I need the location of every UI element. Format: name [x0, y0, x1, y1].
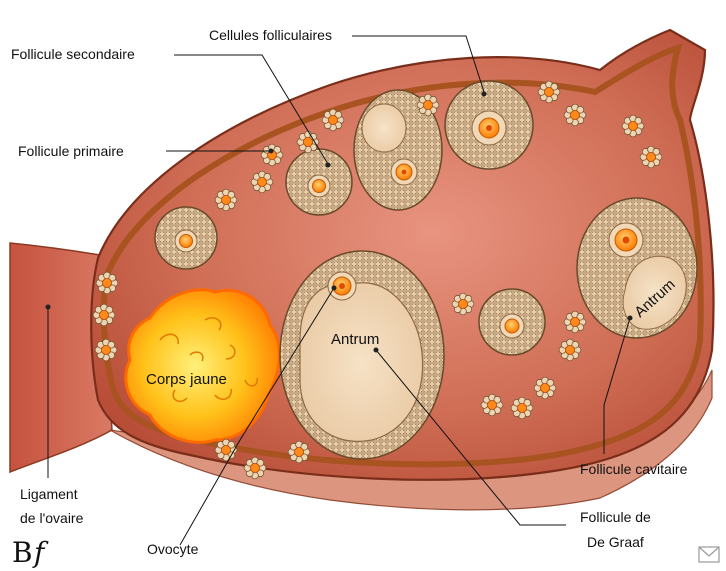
- primary-follicle: [244, 457, 266, 479]
- primary-follicle: [297, 131, 319, 153]
- corps-jaune-label: Corps jaune: [146, 371, 227, 388]
- primary-follicle: [93, 304, 115, 326]
- primary-follicle: [564, 104, 586, 126]
- primary-follicle: [534, 377, 556, 399]
- primary-follicle: [640, 146, 662, 168]
- primary-follicle: [215, 189, 237, 211]
- envelope-icon[interactable]: [699, 547, 719, 562]
- follicule-secondaire-mid: [479, 289, 545, 355]
- primary-follicle: [538, 81, 560, 103]
- label-ovocyte: Ovocyte: [147, 541, 199, 557]
- primary-follicle: [417, 94, 439, 116]
- primary-follicle: [96, 272, 118, 294]
- follicule-secondaire: [286, 149, 352, 215]
- label-ligament-line2: de l'ovaire: [20, 510, 84, 526]
- antrum-center-label: Antrum: [331, 331, 379, 348]
- primary-follicle: [261, 144, 283, 166]
- primary-follicle: [322, 109, 344, 131]
- primary-follicle: [511, 397, 533, 419]
- label-cellules-folliculaires: Cellules folliculaires: [209, 27, 332, 43]
- follicule-secondaire-left: [155, 207, 217, 269]
- logo-letter-b: B: [12, 536, 33, 569]
- label-follicule-cavitaire: Follicule cavitaire: [580, 461, 688, 477]
- primary-follicle: [452, 293, 474, 315]
- primary-follicle: [215, 439, 237, 461]
- label-follicule-primaire: Follicule primaire: [18, 143, 124, 159]
- primary-follicle: [251, 171, 273, 193]
- follicule-cellules: [445, 81, 533, 169]
- bf-logo: B f: [12, 536, 49, 569]
- logo-letter-f: f: [32, 536, 49, 569]
- label-graaf-line2: De Graaf: [587, 534, 644, 550]
- primary-follicle: [481, 394, 503, 416]
- label-follicule-secondaire: Follicule secondaire: [11, 46, 135, 62]
- primary-follicle: [288, 441, 310, 463]
- primary-follicle: [564, 311, 586, 333]
- primary-follicle: [95, 339, 117, 361]
- follicule-cavitaire-shape: Antrum: [577, 198, 697, 338]
- label-graaf-line1: Follicule de: [580, 509, 651, 525]
- primary-follicle: [559, 339, 581, 361]
- follicule-de-graaf: Antrum: [280, 251, 444, 459]
- label-ligament-line1: Ligament: [20, 486, 78, 502]
- primary-follicle: [622, 115, 644, 137]
